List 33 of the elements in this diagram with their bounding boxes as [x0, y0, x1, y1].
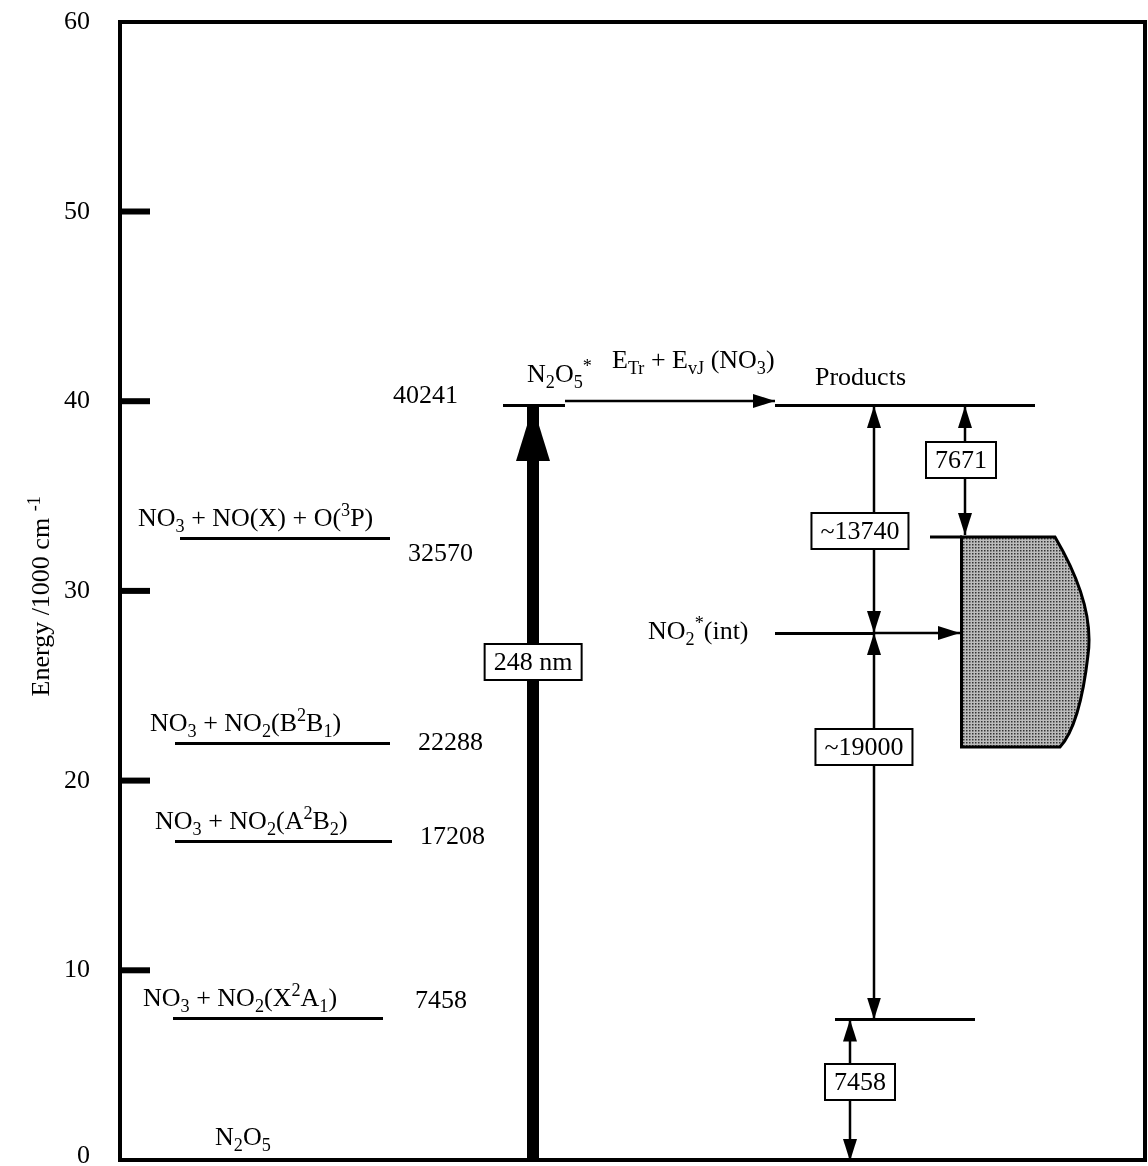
shaded-region — [960, 535, 1092, 751]
edge-label: 7458 — [824, 1063, 896, 1101]
energy-value: 7458 — [415, 985, 467, 1015]
tick-label: 60 — [64, 5, 90, 36]
species-label: Products — [815, 362, 906, 392]
arrow — [874, 626, 960, 640]
arrow — [867, 633, 881, 1020]
energy-value: 40241 — [393, 380, 458, 410]
species-label: NO$_{3}$ + NO$_{2}$(X$^{2}$A$_{1}$) — [143, 980, 338, 1017]
energy-value: 22288 — [418, 727, 483, 757]
tick-label: 30 — [64, 574, 90, 605]
edge-label: ~13740 — [810, 512, 910, 550]
energy-value: 17208 — [420, 821, 485, 851]
edge-label: 248 nm — [483, 643, 583, 681]
tick-label: 0 — [77, 1140, 90, 1166]
energy-level — [155, 803, 395, 843]
edge-label: 7671 — [925, 441, 997, 479]
species-label: NO$_{3}$ + NO$_{2}$(A$^{2}$B$_{2}$) — [155, 803, 348, 840]
species-label: NO$_{2}$$^{*}$(int) — [648, 613, 749, 650]
energy-level — [150, 705, 392, 745]
species-label: NO$_{3}$ + NO(X) + O($^{3}$P) — [138, 500, 374, 537]
tick-label: 40 — [64, 385, 90, 416]
level-line — [835, 1018, 975, 1021]
energy-value: 32570 — [408, 538, 473, 568]
edge-label: ~19000 — [814, 728, 914, 766]
energy-level: N$_{2}$O$_{5}$ — [200, 1122, 895, 1162]
tick-label: 20 — [64, 764, 90, 795]
energy-note: E$_{Tr}$ + E$_{vJ}$ (NO$_{3}$) — [612, 345, 775, 380]
tick-label: 10 — [64, 954, 90, 985]
arrow — [516, 406, 550, 1161]
species-label: NO$_{3}$ + NO$_{2}$(B$^{2}$B$_{1}$) — [150, 705, 342, 742]
tick-label: 50 — [64, 195, 90, 226]
arrow — [565, 394, 775, 408]
